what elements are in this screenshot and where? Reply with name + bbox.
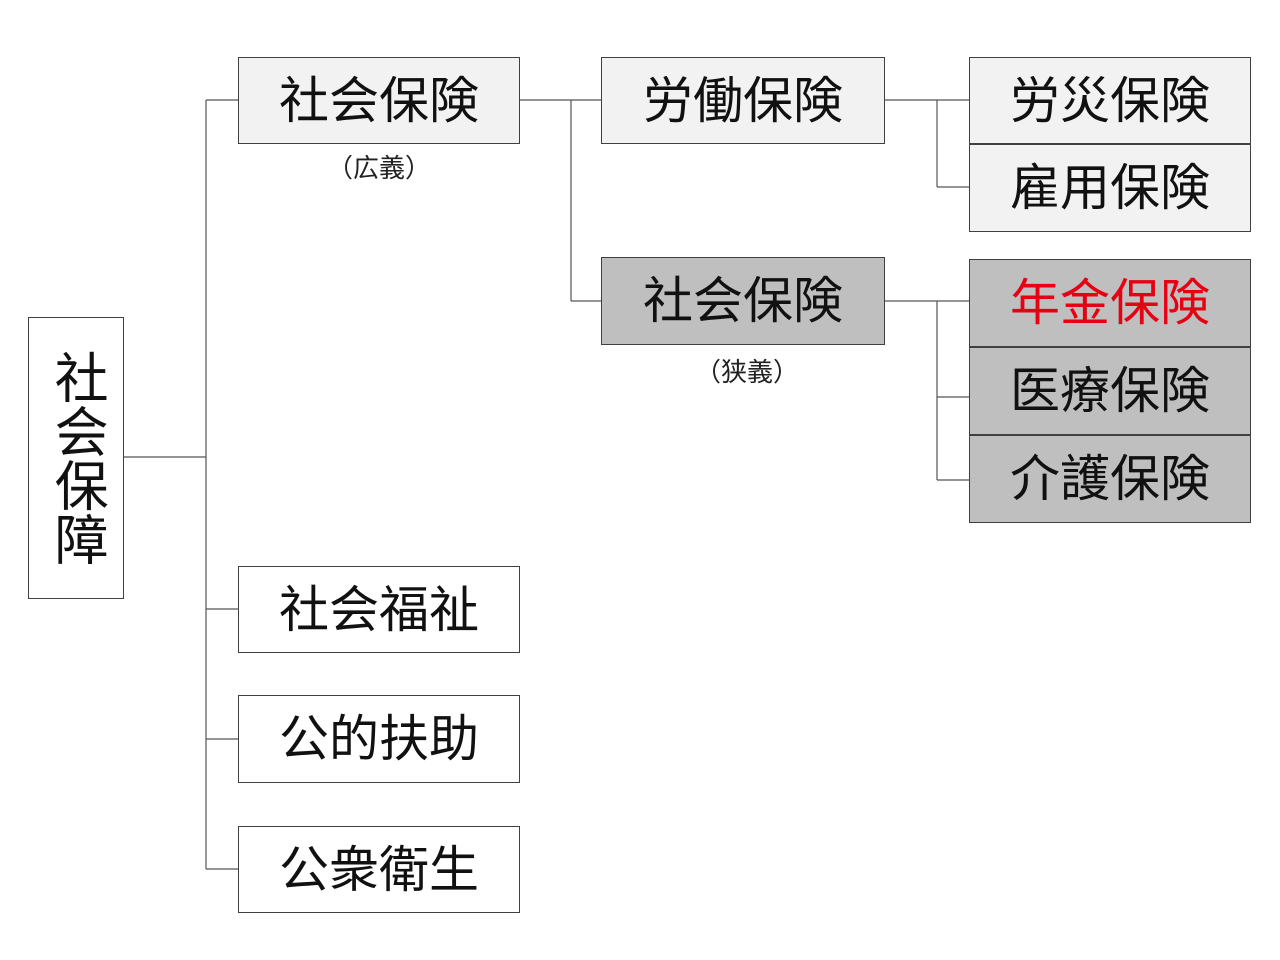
node-label: 雇用保険 xyxy=(1010,159,1210,217)
node-public-assistance: 公的扶助 xyxy=(238,695,520,783)
node-social-insurance-narrow: 社会保険 xyxy=(601,257,885,345)
root-node-social-security: 社会保障 xyxy=(28,317,124,599)
node-label: 公衆衛生 xyxy=(279,840,479,899)
node-workers-compensation-insurance: 労災保険 xyxy=(969,57,1251,144)
node-label: 公的扶助 xyxy=(279,710,479,768)
node-label: 社会保険 xyxy=(643,272,843,330)
node-label: 社会保険 xyxy=(279,71,479,130)
node-social-welfare: 社会福祉 xyxy=(238,566,520,653)
node-pension-insurance: 年金保険 xyxy=(969,259,1251,347)
node-label: 医療保険 xyxy=(1010,362,1210,420)
node-medical-insurance: 医療保険 xyxy=(969,347,1251,435)
root-node-label: 社会保障 xyxy=(45,350,109,566)
node-label: 労働保険 xyxy=(643,71,843,130)
note-narrow-sense: （狭義） xyxy=(695,358,800,388)
node-label: 社会福祉 xyxy=(279,580,479,639)
node-label-highlighted: 年金保険 xyxy=(1010,274,1210,332)
node-label: 介護保険 xyxy=(1010,450,1210,508)
node-label: 労災保険 xyxy=(1010,71,1210,130)
node-labor-insurance: 労働保険 xyxy=(601,57,885,144)
node-social-insurance-broad: 社会保険 xyxy=(238,57,520,144)
node-employment-insurance: 雇用保険 xyxy=(969,144,1251,232)
node-nursing-care-insurance: 介護保険 xyxy=(969,435,1251,523)
note-broad-sense: （広義） xyxy=(327,154,432,184)
node-public-health: 公衆衛生 xyxy=(238,826,520,913)
